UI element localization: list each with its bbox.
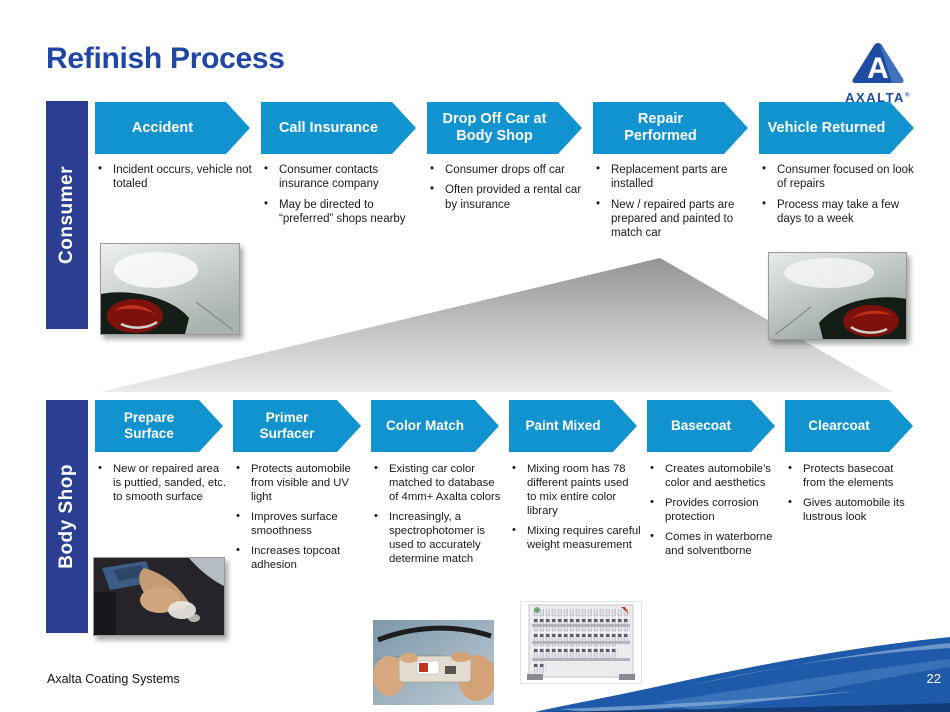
bullet: Provides corrosion protection bbox=[647, 495, 779, 524]
clearcoat-bullets: Protects basecoat from the elements Give… bbox=[785, 461, 917, 530]
chevron-repair-performed: Repair Performed bbox=[593, 102, 748, 154]
paint-mixing-rack-photo bbox=[520, 601, 642, 684]
axalta-a-mountain-icon: A bbox=[852, 43, 904, 85]
basecoat-bullets: Creates automobile’s color and aesthetic… bbox=[647, 461, 779, 564]
bullet: Improves surface smoothness bbox=[233, 509, 365, 538]
chevron-drop-off-car: Drop Off Car at Body Shop bbox=[427, 102, 582, 154]
chevron-paint-mixed: Paint Mixed bbox=[509, 400, 637, 452]
spectrophotometer-photo bbox=[373, 620, 494, 705]
prepare-surface-bullets: New or repaired area is puttied, sanded,… bbox=[95, 461, 227, 510]
bullet: Creates automobile’s color and aesthetic… bbox=[647, 461, 779, 490]
bodyshop-label: Body Shop bbox=[56, 464, 77, 569]
bullet: May be directed to “preferred” shops nea… bbox=[261, 197, 419, 227]
bodyshop-chevron-row: Prepare Surface Primer Surfacer Color Ma… bbox=[95, 400, 923, 452]
bullet: Protects basecoat from the elements bbox=[785, 461, 917, 490]
consumer-row-label-bar: Consumer bbox=[46, 101, 88, 329]
bullet: Replacement parts are installed bbox=[593, 162, 751, 192]
bullet: New / repaired parts are prepared and pa… bbox=[593, 197, 751, 241]
primer-surfacer-bullets: Protects automobile from visible and UV … bbox=[233, 461, 365, 578]
chevron-clearcoat: Clearcoat bbox=[785, 400, 913, 452]
chevron-vehicle-returned: Vehicle Returned bbox=[759, 102, 914, 154]
color-match-bullets: Existing car color matched to database o… bbox=[371, 461, 503, 572]
call-insurance-bullets: Consumer contacts insurance company May … bbox=[261, 162, 419, 232]
accident-bullets: Incident occurs, vehicle not totaled bbox=[95, 162, 253, 198]
registered-mark: ® bbox=[904, 92, 911, 99]
chevron-call-insurance: Call Insurance bbox=[261, 102, 416, 154]
bullet: New or repaired area is puttied, sanded,… bbox=[95, 461, 227, 504]
consumer-label: Consumer bbox=[56, 166, 77, 264]
bullet: Existing car color matched to database o… bbox=[371, 461, 503, 504]
footer-company-name: Axalta Coating Systems bbox=[47, 672, 180, 686]
axalta-logo: A AXALTA® bbox=[840, 42, 916, 105]
chevron-basecoat: Basecoat bbox=[647, 400, 775, 452]
chevron-primer-surfacer: Primer Surfacer bbox=[233, 400, 361, 452]
bullet: Protects automobile from visible and UV … bbox=[233, 461, 365, 504]
page-number: 22 bbox=[926, 671, 941, 686]
repaired-car-taillight-photo bbox=[768, 252, 907, 340]
zoom-connector-triangle bbox=[100, 258, 893, 392]
bullet: Comes in waterborne and solventborne bbox=[647, 529, 779, 558]
bodyshop-row-label-bar: Body Shop bbox=[46, 400, 88, 633]
chevron-prepare-surface: Prepare Surface bbox=[95, 400, 223, 452]
repair-performed-bullets: Replacement parts are installed New / re… bbox=[593, 162, 751, 246]
bullet: Often provided a rental car by insurance bbox=[427, 182, 585, 212]
bullet: Mixing room has 78 different paints used… bbox=[509, 461, 641, 518]
page-title: Refinish Process bbox=[46, 42, 285, 75]
chevron-accident: Accident bbox=[95, 102, 250, 154]
bullet: Incident occurs, vehicle not totaled bbox=[95, 162, 253, 192]
bullet: Increases topcoat adhesion bbox=[233, 543, 365, 572]
vehicle-returned-bullets: Consumer focused on look of repairs Proc… bbox=[759, 162, 917, 232]
bullet: Consumer contacts insurance company bbox=[261, 162, 419, 192]
axalta-wordmark: AXALTA® bbox=[845, 90, 911, 105]
sanding-photo bbox=[93, 557, 225, 636]
svg-text:A: A bbox=[867, 52, 889, 84]
bullet: Increasingly, a spectrophotomer is used … bbox=[371, 509, 503, 566]
bullet: Consumer focused on look of repairs bbox=[759, 162, 917, 192]
bullet: Process may take a few days to a week bbox=[759, 197, 917, 227]
damaged-car-taillight-photo bbox=[100, 243, 240, 335]
bullet: Mixing requires careful weight measureme… bbox=[509, 523, 641, 552]
consumer-chevron-row: Accident Call Insurance Drop Off Car at … bbox=[95, 102, 925, 154]
bullet: Consumer drops off car bbox=[427, 162, 585, 177]
bullet: Gives automobile its lustrous look bbox=[785, 495, 917, 524]
drop-off-bullets: Consumer drops off car Often provided a … bbox=[427, 162, 585, 218]
paint-mixed-bullets: Mixing room has 78 different paints used… bbox=[509, 461, 641, 558]
chevron-color-match: Color Match bbox=[371, 400, 499, 452]
